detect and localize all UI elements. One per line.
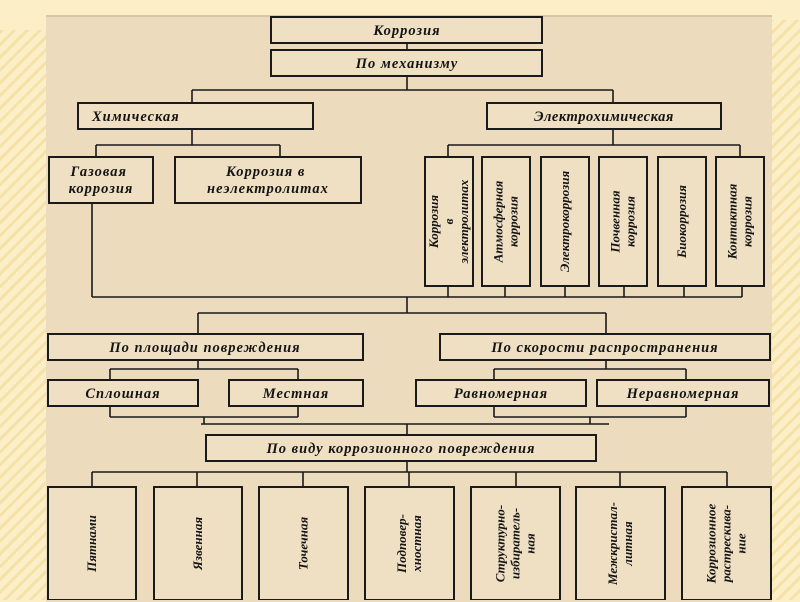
- node-chemical: Химическая: [77, 102, 314, 130]
- node-nonelectrolyte-label: Коррозия в неэлектролитах: [207, 164, 329, 197]
- node-nonelectrolyte-corrosion: Коррозия в неэлектролитах: [174, 156, 362, 204]
- node-electrochemical-child-5: Биокоррозия: [657, 156, 707, 287]
- node-label: Контактнаякоррозия: [725, 183, 755, 260]
- damage-type-children: Пятнами Язвенная Точечная Подповер-хностная…: [47, 486, 772, 600]
- node-local: Местная: [228, 379, 364, 407]
- label-line: Коррозия: [426, 195, 441, 249]
- label-line: коррозия: [740, 196, 755, 247]
- node-electrochemical-child-1: Коррозиявэлектролитах: [424, 156, 474, 287]
- label-line: Биокоррозия: [674, 185, 689, 259]
- label-line: ная: [523, 533, 538, 554]
- label-line: хностная: [409, 515, 424, 573]
- node-by-speed-label: По скорости распространения: [490, 340, 718, 356]
- node-damage-type-6: Межкристал-литная: [575, 486, 666, 600]
- label-line: Пятнами: [84, 515, 99, 573]
- node-label: Подповер-хностная: [394, 514, 424, 574]
- node-label: Атмосфернаякоррозия: [491, 180, 521, 263]
- node-box: [153, 486, 243, 600]
- node-uniform-total-label: Сплошная: [85, 386, 160, 402]
- node-mechanism-label: По механизму: [355, 56, 458, 72]
- node-label: Электрокоррозия: [557, 171, 572, 273]
- node-label: Точечная: [296, 517, 311, 571]
- node-damage-type-3: Точечная: [258, 486, 349, 600]
- node-local-label: Местная: [262, 386, 329, 402]
- node-box: [575, 486, 666, 600]
- label-line: Почвенная: [608, 190, 623, 253]
- node-by-type-label: По виду коррозионного повреждения: [265, 441, 535, 457]
- node-by-area-label: По площади повреждения: [108, 340, 300, 356]
- node-box: [657, 156, 707, 287]
- node-label: Коррозионноерастрескива-ние: [704, 503, 749, 584]
- label-line-2: неэлектролитах: [207, 181, 329, 197]
- node-electrochemical-child-2: Атмосфернаякоррозия: [481, 156, 531, 287]
- node-uniform-total: Сплошная: [47, 379, 199, 407]
- node-label: Межкристал-литная: [605, 502, 635, 586]
- node-root: Коррозия: [270, 16, 543, 44]
- node-damage-type-7: Коррозионноерастрескива-ние: [681, 486, 772, 600]
- label-line: Структурно-: [493, 505, 508, 582]
- node-electrochemical-label: Электрохимическая: [534, 109, 674, 125]
- label-line: ние: [734, 533, 749, 553]
- label-line: Электрокоррозия: [557, 171, 572, 273]
- label-line: Межкристал-: [605, 502, 620, 586]
- node-label: Почвеннаякоррозия: [608, 190, 638, 253]
- node-electrochemical-child-4: Почвеннаякоррозия: [598, 156, 648, 287]
- node-box: [540, 156, 590, 287]
- node-box: [715, 156, 765, 287]
- node-box: [470, 486, 561, 600]
- node-uniform-rate-label: Равномерная: [454, 386, 548, 402]
- label-line: Язвенная: [190, 517, 205, 571]
- node-label: Биокоррозия: [674, 185, 689, 259]
- node-mechanism: По механизму: [270, 49, 543, 77]
- node-damage-type-2: Язвенная: [153, 486, 243, 600]
- node-by-speed: По скорости распространения: [439, 333, 771, 361]
- label-line-2: коррозия: [69, 181, 134, 197]
- node-root-label: Коррозия: [372, 23, 440, 39]
- node-label: Пятнами: [84, 515, 99, 573]
- node-gas-corrosion-label: Газовая коррозия: [69, 164, 134, 197]
- node-box: [424, 156, 474, 287]
- label-line: коррозия: [623, 196, 638, 247]
- label-line: Точечная: [296, 517, 311, 571]
- label-line: Контактная: [725, 183, 740, 260]
- label-line: коррозия: [506, 196, 521, 247]
- node-damage-type-5: Структурно-избиратель-ная: [470, 486, 561, 600]
- label-line: избиратель-: [508, 508, 523, 579]
- label-line: литная: [620, 521, 635, 567]
- label-line-1: Коррозия в: [225, 164, 305, 180]
- node-box: [598, 156, 648, 287]
- node-electrochemical-child-3: Электрокоррозия: [540, 156, 590, 287]
- label-line-1: Газовая: [69, 164, 126, 180]
- node-electrochemical-child-6: Контактнаякоррозия: [715, 156, 765, 287]
- node-damage-type-4: Подповер-хностная: [364, 486, 455, 600]
- node-box: [681, 486, 772, 600]
- node-label: Язвенная: [190, 517, 205, 571]
- node-chemical-label: Химическая: [91, 109, 180, 125]
- node-nonuniform-rate: Неравномерная: [596, 379, 770, 407]
- node-gas-corrosion: Газовая коррозия: [48, 156, 154, 204]
- node-by-area: По площади повреждения: [47, 333, 364, 361]
- node-label: Коррозиявэлектролитах: [426, 179, 471, 264]
- label-line: растрескива-: [719, 505, 734, 583]
- node-electrochemical: Электрохимическая: [486, 102, 722, 130]
- node-box: [481, 156, 531, 287]
- node-box: [258, 486, 349, 600]
- node-damage-type-1: Пятнами: [47, 486, 137, 600]
- node-by-type: По виду коррозионного повреждения: [205, 434, 597, 462]
- label-line: Подповер-: [394, 514, 409, 574]
- node-nonuniform-rate-label: Неравномерная: [626, 386, 740, 402]
- label-line: Атмосферная: [491, 180, 506, 263]
- node-uniform-rate: Равномерная: [415, 379, 587, 407]
- node-label: Структурно-избиратель-ная: [493, 505, 538, 582]
- connectors: [91, 43, 743, 487]
- node-box: [364, 486, 455, 600]
- label-line: в: [441, 218, 456, 224]
- label-line: Коррозионное: [704, 503, 719, 584]
- node-box: [47, 486, 137, 600]
- label-line: электролитах: [456, 179, 471, 264]
